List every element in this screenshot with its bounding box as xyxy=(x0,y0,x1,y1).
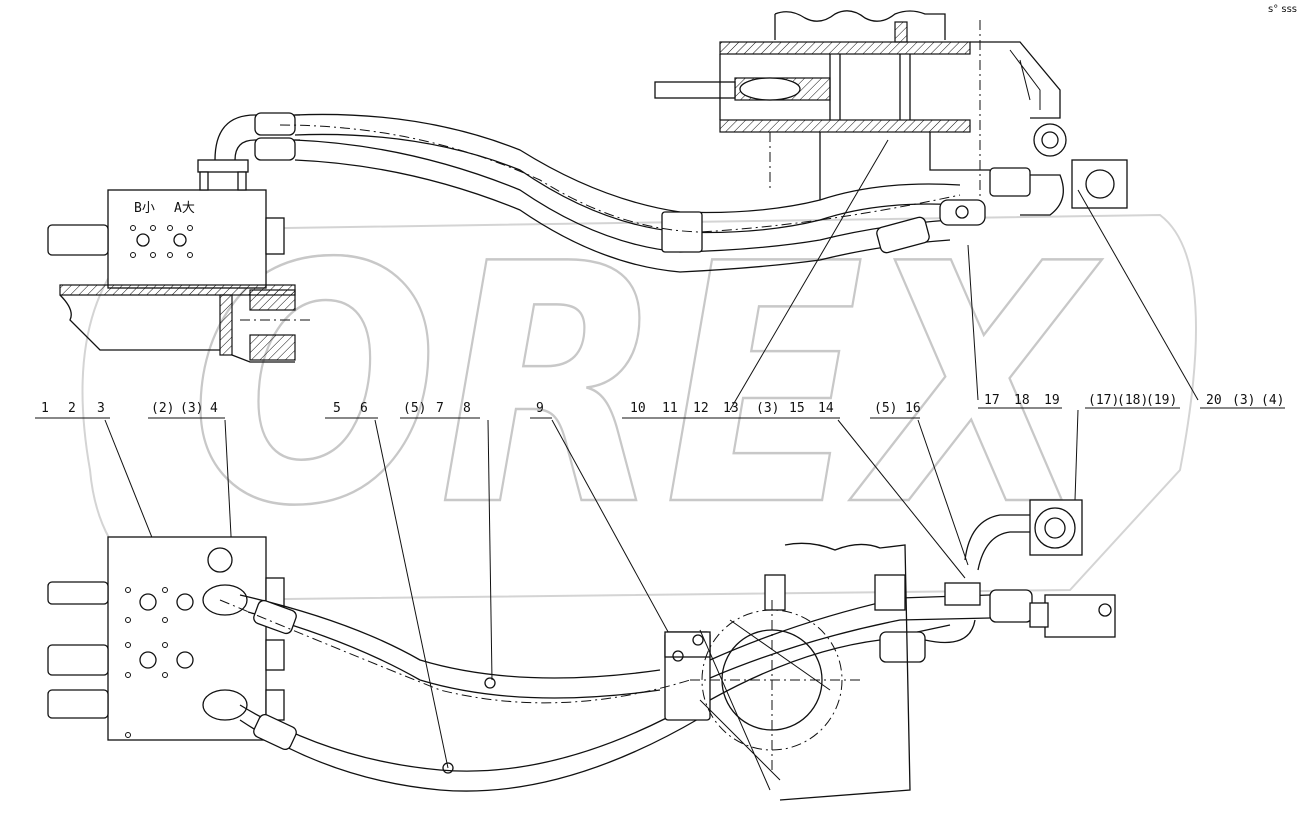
callout-5-paren-b: (5) xyxy=(874,401,897,416)
callout-19-paren: (19) xyxy=(1146,393,1177,408)
callout-10: 10 xyxy=(630,401,646,416)
callout-6: 6 xyxy=(360,401,368,416)
callout-17: 17 xyxy=(984,393,1000,408)
bottom-hoses xyxy=(219,499,1116,792)
callout-3-paren-b: (3) xyxy=(756,401,779,416)
bottom-frame xyxy=(690,542,911,801)
top-view: B小 A大 xyxy=(47,10,1128,363)
callout-8: 8 xyxy=(463,401,471,416)
frame-structure xyxy=(654,10,1061,200)
callout-18-paren: (18) xyxy=(1117,393,1148,408)
bottom-view xyxy=(47,499,1116,801)
port-b-label: B小 xyxy=(134,201,155,216)
top-valve-block: B小 A大 xyxy=(47,159,285,289)
callout-17-paren: (17) xyxy=(1088,393,1119,408)
callout-3-paren-c: (3) xyxy=(1232,393,1255,408)
watermark: OREX xyxy=(190,194,1102,578)
callout-19: 19 xyxy=(1044,393,1060,408)
callout-3-paren: (3) xyxy=(180,401,203,416)
callout-14: 14 xyxy=(818,401,834,416)
callout-3: 3 xyxy=(97,401,105,416)
callout-12: 12 xyxy=(693,401,709,416)
callout-1: 1 xyxy=(41,401,49,416)
callout-2-paren: (2) xyxy=(151,401,174,416)
bottom-valve-block xyxy=(47,536,285,741)
callout-18: 18 xyxy=(1014,393,1030,408)
callout-labels: 1 2 3 (2) (3) 4 5 6 (5) 7 8 9 10 11 12 1… xyxy=(35,393,1285,419)
port-a-label: A大 xyxy=(174,201,195,216)
callout-11: 11 xyxy=(662,401,678,416)
corner-mark: s° sss xyxy=(1268,4,1297,15)
callout-9: 9 xyxy=(536,401,544,416)
callout-4-paren: (4) xyxy=(1261,393,1284,408)
top-hoses xyxy=(214,112,1128,273)
callout-2: 2 xyxy=(68,401,76,416)
callout-20: 20 xyxy=(1206,393,1222,408)
callout-4: 4 xyxy=(210,401,218,416)
callout-16: 16 xyxy=(905,401,921,416)
top-mounting-plate xyxy=(59,284,310,363)
callout-5: 5 xyxy=(333,401,341,416)
callout-15: 15 xyxy=(789,401,805,416)
callout-7: 7 xyxy=(436,401,444,416)
callout-5-paren: (5) xyxy=(403,401,426,416)
